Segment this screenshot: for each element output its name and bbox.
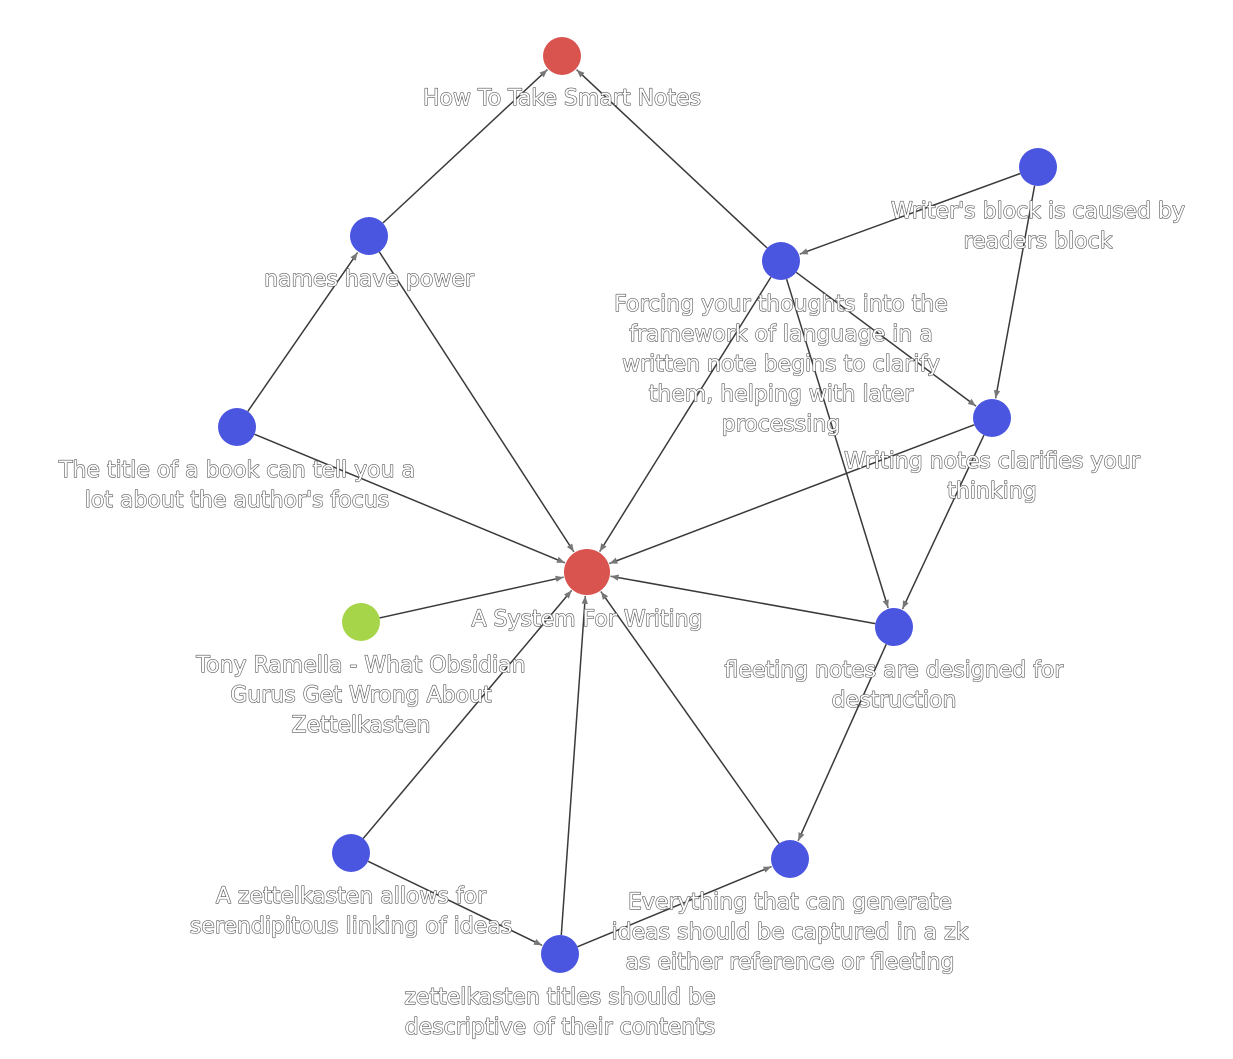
edge-fleeting-notes-to-system-writing	[610, 574, 876, 625]
node-writers-block[interactable]	[1019, 148, 1057, 186]
node-label-line: zettelkasten titles should be	[404, 985, 715, 1010]
edge-forcing-thoughts-to-writing-clarifies	[795, 271, 977, 407]
node-label-line: Tony Ramella - What Obsidian	[195, 653, 525, 678]
node-label-names-power: names have power	[264, 267, 475, 292]
node-label-line: Gurus Get Wrong About	[230, 683, 492, 708]
node-label-line: framework of language in a	[629, 322, 933, 347]
edge-fleeting-notes-to-everything-captured	[797, 643, 887, 842]
edge-forcing-thoughts-to-fleeting-notes	[785, 278, 889, 609]
node-label-line: destruction	[832, 688, 957, 713]
node-label-line: Forcing your thoughts into the	[614, 292, 948, 317]
node-label-smart-notes: How To Take Smart Notes	[423, 86, 701, 111]
node-label-serendipitous: A zettelkasten allows for serendipitous l…	[190, 884, 512, 939]
node-forcing-thoughts[interactable]	[762, 242, 800, 280]
node-names-power[interactable]	[350, 217, 388, 255]
node-label-line: descriptive of their contents	[405, 1015, 716, 1040]
node-label-book-title: The title of a book can tell you a lot ab…	[58, 458, 415, 513]
edge-book-title-to-system-writing	[254, 433, 566, 564]
node-label-line: names have power	[264, 267, 475, 292]
node-label-line: A zettelkasten allows for	[216, 884, 487, 909]
node-label-zk-titles: zettelkasten titles should be descriptive…	[404, 985, 715, 1040]
edge-forcing-thoughts-to-smart-notes	[576, 69, 768, 249]
edge-forcing-thoughts-to-system-writing	[599, 276, 772, 552]
node-book-title[interactable]	[218, 408, 256, 446]
node-writing-clarifies[interactable]	[973, 399, 1011, 437]
node-label-line: as either reference or fleeting	[626, 950, 955, 975]
node-label-line: Zettelkasten	[292, 713, 431, 738]
node-label-line: Everything that can generate	[628, 890, 952, 915]
node-label-line: lot about the author's focus	[85, 488, 389, 513]
node-label-line: The title of a book can tell you a	[58, 458, 415, 483]
edge-names-power-to-system-writing	[378, 251, 575, 553]
node-label-line: fleeting notes are designed for	[725, 658, 1065, 683]
node-label-everything-captured: Everything that can generate ideas should…	[612, 890, 969, 975]
edge-writers-block-to-writing-clarifies	[993, 185, 1036, 399]
edge-writers-block-to-forcing-thoughts	[799, 172, 1021, 255]
node-layer	[218, 37, 1057, 973]
node-label-fleeting-notes: fleeting notes are designed for destructi…	[725, 658, 1065, 713]
node-label-line: How To Take Smart Notes	[423, 86, 701, 111]
node-zk-titles[interactable]	[541, 935, 579, 973]
node-tony-ramella[interactable]	[342, 603, 380, 641]
node-label-line: thinking	[947, 479, 1036, 504]
edge-book-title-to-names-power	[247, 252, 359, 412]
node-label-line: processing	[722, 412, 841, 437]
node-everything-captured[interactable]	[771, 840, 809, 878]
edge-writing-clarifies-to-fleeting-notes	[901, 434, 985, 610]
edge-zk-titles-to-system-writing	[560, 595, 588, 936]
node-label-writing-clarifies: Writing notes clarifies your thinking	[844, 449, 1141, 504]
edge-layer	[247, 69, 1036, 948]
node-label-writers-block: Writer's block is caused by readers block	[891, 199, 1185, 254]
edge-serendipitous-to-zk-titles	[367, 860, 543, 946]
edge-serendipitous-to-system-writing	[362, 589, 573, 839]
node-label-line: Writing notes clarifies your	[844, 449, 1141, 474]
node-label-line: them, helping with later	[649, 382, 915, 407]
edge-names-power-to-smart-notes	[382, 69, 548, 224]
node-label-line: readers block	[964, 229, 1113, 254]
node-label-line: serendipitous linking of ideas	[190, 914, 512, 939]
node-label-line: A System For Writing	[471, 607, 702, 632]
node-label-line: ideas should be captured in a zk	[612, 920, 969, 945]
node-system-writing[interactable]	[564, 549, 610, 595]
edge-tony-ramella-to-system-writing	[379, 575, 564, 619]
node-smart-notes[interactable]	[543, 37, 581, 75]
node-label-forcing-thoughts: Forcing your thoughts into the framework …	[614, 292, 948, 437]
node-serendipitous[interactable]	[332, 834, 370, 872]
edge-everything-captured-to-system-writing	[600, 591, 780, 844]
node-label-system-writing: A System For Writing	[471, 607, 702, 632]
edge-zk-titles-to-everything-captured	[577, 865, 772, 948]
node-fleeting-notes[interactable]	[875, 608, 913, 646]
node-label-line: written note begins to clarify	[622, 352, 940, 377]
node-label-line: Writer's block is caused by	[891, 199, 1185, 224]
edge-writing-clarifies-to-system-writing	[609, 424, 975, 565]
